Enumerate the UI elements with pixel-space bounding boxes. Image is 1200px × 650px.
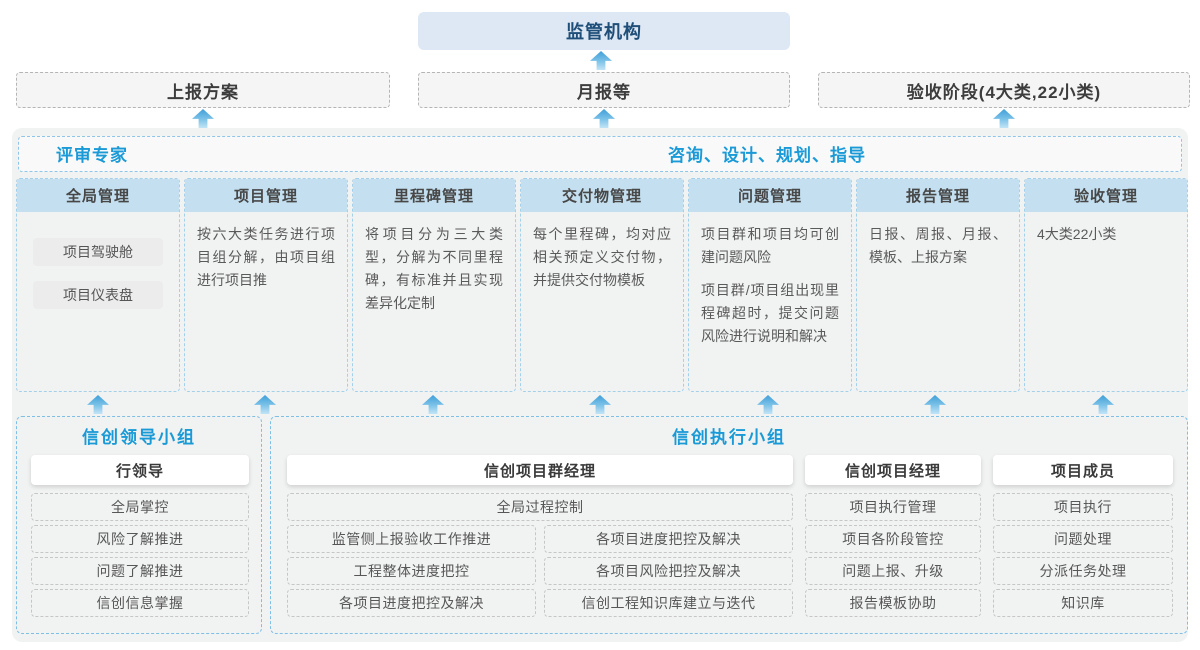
pm-item: 项目各阶段管控: [805, 525, 981, 553]
column-acceptance-mgmt: 验收管理 4大类22小类: [1024, 178, 1188, 392]
column-title: 项目管理: [185, 179, 347, 212]
column-text: 按六大类任务进行项目组分解，由项目组进行项目推: [197, 226, 335, 288]
column-title: 全局管理: [17, 179, 179, 212]
column-title: 交付物管理: [521, 179, 683, 212]
column-title: 报告管理: [857, 179, 1019, 212]
pg-item: 工程整体进度把控: [287, 557, 536, 585]
up-arrow-icon: [192, 109, 214, 128]
management-columns: 全局管理 项目驾驶舱 项目仪表盘 项目管理 按六大类任务进行项目组分解，由项目组…: [16, 178, 1188, 392]
leader-item: 问题了解推进: [31, 557, 249, 585]
column-text: 每个里程碑，均对应相关预定义交付物，并提供交付物模板: [533, 226, 671, 288]
up-arrow-icon: [993, 109, 1015, 128]
expert-label: 评审专家: [56, 146, 128, 165]
column-title: 里程碑管理: [353, 179, 515, 212]
leader-group-title: 信创领导小组: [82, 428, 196, 447]
member-item: 知识库: [993, 589, 1173, 617]
column-text: 项目群和项目均可创建问题风险: [701, 226, 839, 265]
column-milestone-mgmt: 里程碑管理 将项目分为三大类型，分解为不同里程碑，有标准并且实现差异化定制: [352, 178, 516, 392]
pm-item: 问题上报、升级: [805, 557, 981, 585]
member-item: 问题处理: [993, 525, 1173, 553]
cockpit-chip: 项目驾驶舱: [33, 238, 163, 266]
column-global-mgmt: 全局管理 项目驾驶舱 项目仪表盘: [16, 178, 180, 392]
expert-bar: 评审专家 咨询、设计、规划、指导: [18, 136, 1182, 172]
pg-item: 全局过程控制: [287, 493, 793, 521]
pg-item: 监管侧上报验收工作推进: [287, 525, 536, 553]
pm-item: 报告模板协助: [805, 589, 981, 617]
platform-container: [12, 128, 1188, 642]
column-issue-mgmt: 问题管理 项目群和项目均可创建问题风险 项目群/项目组出现里程碑超时，提交问题风…: [688, 178, 852, 392]
column-text: 4大类22小类: [1037, 226, 1117, 242]
member-item: 分派任务处理: [993, 557, 1173, 585]
dashboard-chip: 项目仪表盘: [33, 281, 163, 309]
leader-item: 全局掌控: [31, 493, 249, 521]
consulting-label: 咨询、设计、规划、指导: [668, 146, 866, 165]
column-text: 将项目分为三大类型，分解为不同里程碑，有标准并且实现差异化定制: [365, 226, 503, 311]
report-box-monthly: 月报等: [418, 72, 790, 108]
leader-item: 信创信息掌握: [31, 589, 249, 617]
role-member: 项目成员: [993, 455, 1173, 485]
pg-item: 各项目进度把控及解决: [287, 589, 536, 617]
regulator-box: 监管机构: [418, 12, 790, 50]
member-item: 项目执行: [993, 493, 1173, 521]
exec-group-title: 信创执行小组: [672, 428, 786, 447]
role-bank-leader: 行领导: [31, 455, 249, 485]
pg-item: 各项目进度把控及解决: [544, 525, 793, 553]
column-text: 项目群/项目组出现里程碑超时，提交问题风险进行说明和解决: [701, 282, 839, 344]
report-box-plan: 上报方案: [16, 72, 390, 108]
column-text: 日报、周报、月报、模板、上报方案: [869, 226, 1007, 265]
column-report-mgmt: 报告管理 日报、周报、月报、模板、上报方案: [856, 178, 1020, 392]
leader-item: 风险了解推进: [31, 525, 249, 553]
column-title: 验收管理: [1025, 179, 1187, 212]
report-box-acceptance: 验收阶段(4大类,22小类): [818, 72, 1190, 108]
up-arrow-icon: [590, 51, 612, 70]
leader-group: 信创领导小组 行领导 全局掌控 风险了解推进 问题了解推进 信创信息掌握: [16, 416, 262, 634]
role-project-manager: 信创项目经理: [805, 455, 981, 485]
exec-group: 信创执行小组 信创项目群经理 信创项目经理 项目成员 全局过程控制 监管侧上报验…: [270, 416, 1188, 634]
column-title: 问题管理: [689, 179, 851, 212]
pg-item: 各项目风险把控及解决: [544, 557, 793, 585]
pm-item: 项目执行管理: [805, 493, 981, 521]
column-project-mgmt: 项目管理 按六大类任务进行项目组分解，由项目组进行项目推: [184, 178, 348, 392]
pg-item: 信创工程知识库建立与迭代: [544, 589, 793, 617]
column-deliverable-mgmt: 交付物管理 每个里程碑，均对应相关预定义交付物，并提供交付物模板: [520, 178, 684, 392]
up-arrow-icon: [593, 109, 615, 128]
role-program-manager: 信创项目群经理: [287, 455, 793, 485]
